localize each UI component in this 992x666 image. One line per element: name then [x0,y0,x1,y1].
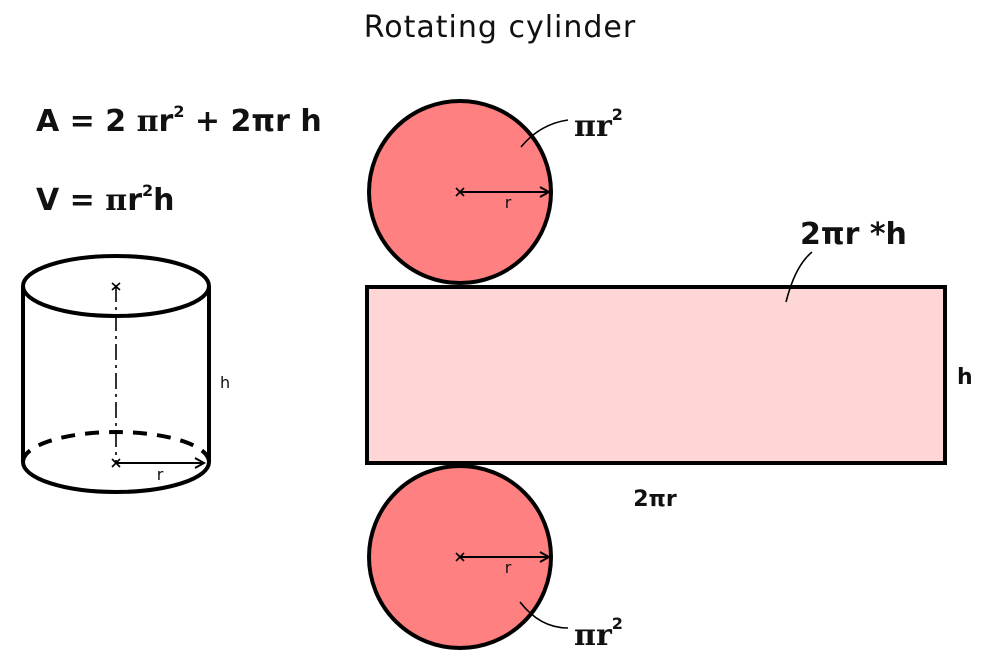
rectangle-height-label: h [957,365,973,390]
cylinder-height-label: h [220,373,230,392]
area-formula-rest: + 2πr h [184,104,321,139]
bottom-circle-radius-label: r [505,558,512,577]
area-formula-prefix: A = 2 [36,104,137,139]
volume-formula-pi: π [105,183,127,218]
bottom-circle-leader-line [519,601,569,629]
lateral-surface: 2πr *h h 2πr [365,217,973,512]
cylinder-bottom-front-arc [21,461,211,494]
diagram-title: Rotating cylinder [364,10,636,45]
volume-formula-prefix: V = [36,183,105,218]
bottom-circle-area-text: πr [574,618,613,653]
cylinder-bottom-center-mark [111,458,121,468]
volume-formula-rest: h [153,183,174,218]
area-formula-r: r [159,104,174,139]
cylinder-radius-arrowhead [194,457,207,469]
top-circle-radius-label: r [505,193,512,212]
bottom-circle-area-exponent: 2 [612,614,623,633]
cylinder-top-center-mark [111,282,121,291]
svg-text:V = πr2h: V = πr2h [36,181,175,218]
volume-formula-exponent: 2 [142,181,153,200]
top-circle-leader-line [520,119,569,148]
area-formula: A = 2 πr2 + 2πr h [36,102,322,139]
top-circle-face: r πr2 [367,99,623,285]
lateral-rectangle [365,285,947,465]
circumference-label: 2πr [633,487,677,512]
top-circle-area-text: πr [574,109,613,144]
volume-formula-r: r [127,183,142,218]
top-circle-area-label: πr2 [574,105,623,144]
area-formula-exponent: 2 [173,102,184,121]
bottom-circle-face: r πr2 [367,464,623,653]
cylinder-radius-label: r [157,465,164,484]
bottom-circle-area-label: πr2 [574,614,623,653]
lateral-area-label: 2πr *h [800,217,907,252]
top-circle-radius-arrowhead [539,186,552,198]
bottom-circle-radius-arrowhead [539,551,552,563]
lateral-leader-line [785,251,813,303]
svg-text:A = 2 πr2 + 2πr h: A = 2 πr2 + 2πr h [36,102,322,139]
volume-formula: V = πr2h [36,181,175,218]
cylinder-3d [21,254,211,494]
area-formula-pi: π [137,104,159,139]
top-circle-area-exponent: 2 [612,105,623,124]
